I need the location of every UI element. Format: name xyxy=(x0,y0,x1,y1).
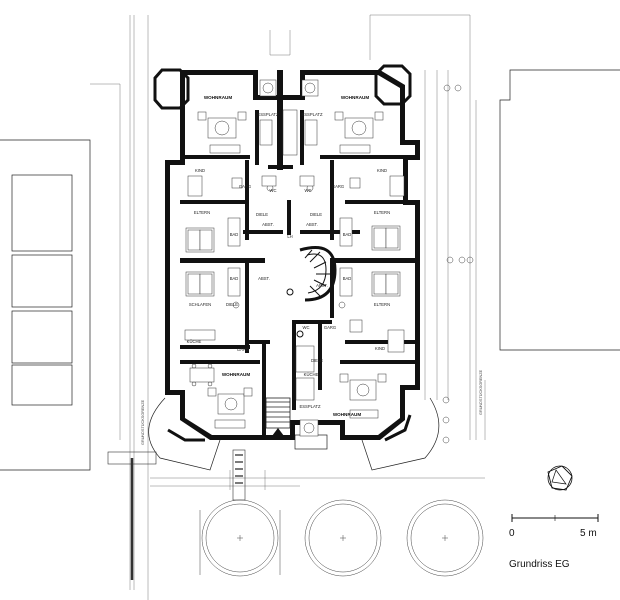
room-abst-n1: ABST. xyxy=(262,222,274,227)
room-essplatz-s: ESSPLATZ xyxy=(299,404,321,409)
room-kueche-se: KÜCHE xyxy=(304,372,319,377)
room-eltern-nw: ELTERN xyxy=(194,210,210,215)
room-diele-nw: DIELE xyxy=(256,212,268,217)
north-arrow-icon xyxy=(547,465,573,491)
room-bad-se: BAD xyxy=(343,276,352,281)
room-kind-se: KIND xyxy=(375,346,385,351)
room-kind-ne: KIND xyxy=(377,168,387,173)
room-essplatz-nw: ESSPLATZ xyxy=(257,112,279,117)
room-wc-n1: WC xyxy=(270,188,277,193)
building-walls xyxy=(153,64,420,442)
scale-start-label: 0 xyxy=(509,528,515,539)
scale-end-label: 5 m xyxy=(580,528,597,539)
room-kueche-sw: KÜCHE xyxy=(187,339,202,344)
side-label-right: GRUNDSTÜCKSGRENZE xyxy=(479,369,483,415)
room-wohnraum-ne: WOHNRAUM xyxy=(341,95,369,100)
room-bad-nw: BAD xyxy=(230,232,239,237)
scale-bar: 0 5 m xyxy=(509,514,599,539)
room-abst-n2: ABST. xyxy=(306,222,318,227)
room-garg-se: GARG xyxy=(324,325,336,330)
room-wohnraum-nw: WOHNRAUM xyxy=(204,95,232,100)
site-context: GRUNDSTÜCKSGRENZE GRUNDSTÜCKSGRENZE xyxy=(0,14,620,600)
room-eltern-ne: ELTERN xyxy=(374,210,390,215)
room-lh: LH xyxy=(287,234,292,239)
furniture xyxy=(184,79,405,437)
room-labels: WOHNRAUM WOHNRAUM ESSPLATZ ESSPLATZ KIND… xyxy=(187,95,390,417)
room-diele-sw: DIELE xyxy=(226,302,238,307)
room-wc-n2: WC xyxy=(305,188,312,193)
room-schlafen: SCHLAFEN xyxy=(189,302,211,307)
room-diele-ne: DIELE xyxy=(310,212,322,217)
room-abst-sw: ABST. xyxy=(258,276,270,281)
room-essplatz-ne: ESSPLATZ xyxy=(301,112,323,117)
room-diele-se: DIELE xyxy=(311,358,323,363)
room-eltern-se: ELTERN xyxy=(374,302,390,307)
room-garg-sw: GARG xyxy=(237,347,249,352)
room-bad-ne: BAD xyxy=(343,232,352,237)
side-label-left: GRUNDSTÜCKSGRENZE xyxy=(141,399,145,445)
room-garg-nw: GARG xyxy=(239,184,251,189)
room-kind-nw: KIND xyxy=(195,168,205,173)
room-wc-s: WC xyxy=(303,325,310,330)
room-abst-se: ABST. xyxy=(316,283,328,288)
room-bad-sw: BAD xyxy=(230,276,239,281)
plan-caption: Grundriss EG xyxy=(509,559,570,570)
room-wohnraum-se: WOHNRAUM xyxy=(333,412,361,417)
room-garg-ne: GARG xyxy=(332,184,344,189)
room-wohnraum-sw: WOHNRAUM xyxy=(222,372,250,377)
